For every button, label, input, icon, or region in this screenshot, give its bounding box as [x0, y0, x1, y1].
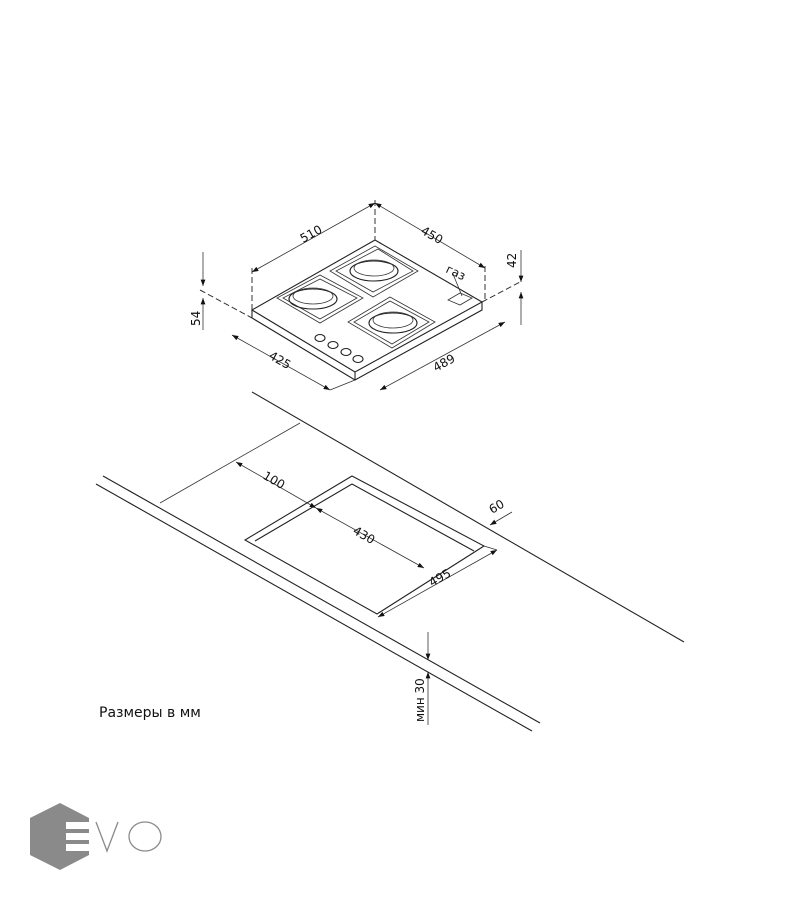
gas-label: газ	[444, 262, 468, 283]
burner	[368, 311, 418, 334]
countertop-drawing: 100 430 495 60 мин 30	[95, 391, 685, 732]
dim-60: 60	[487, 497, 507, 517]
evo-logo	[30, 803, 162, 870]
cutout-opening	[243, 475, 486, 615]
dim-min-30: мин 30	[413, 678, 427, 722]
hob-drawing: газ 510 450 54 42 425 489	[189, 200, 524, 391]
burner	[288, 287, 338, 310]
control-knobs	[314, 333, 364, 364]
countertop-back-edge	[251, 391, 685, 643]
burner-grid	[347, 296, 436, 349]
dim-425: 425	[267, 348, 294, 372]
dim-510: 510	[298, 222, 325, 245]
gas-inlet	[447, 292, 473, 306]
dim-42: 42	[505, 253, 519, 268]
dim-450: 450	[419, 223, 446, 247]
burner-grid	[329, 245, 419, 298]
dim-495: 495	[427, 566, 454, 590]
dim-430: 430	[351, 523, 378, 547]
burner-grid	[276, 274, 364, 324]
dim-489: 489	[431, 351, 458, 374]
dim-54: 54	[189, 311, 203, 326]
countertop-front-edge	[102, 475, 541, 724]
dim-100: 100	[261, 468, 288, 492]
burner	[349, 259, 399, 282]
units-note: Размеры в мм	[99, 705, 201, 721]
